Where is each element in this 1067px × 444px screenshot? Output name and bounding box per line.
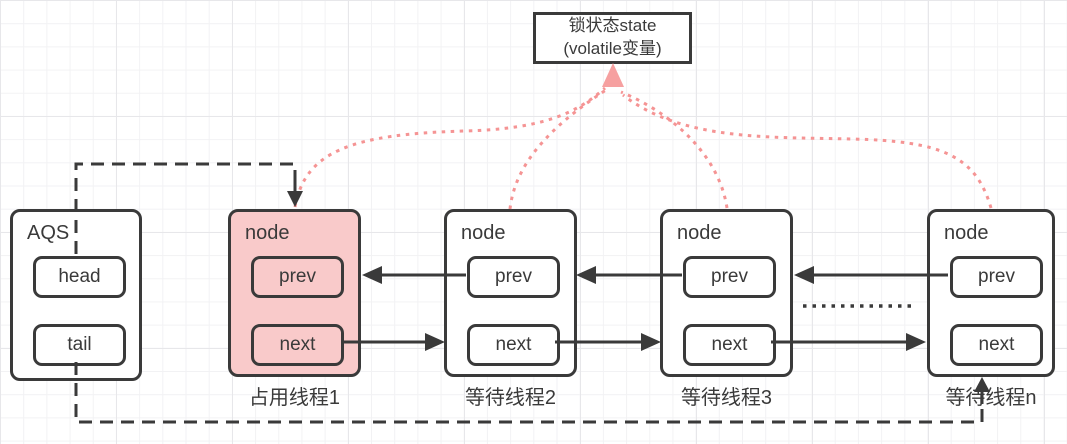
- node-2-next-label: next: [495, 334, 532, 355]
- state-link-from-node3: [620, 90, 729, 209]
- node-1-prev-field: prev: [251, 256, 344, 298]
- lock-state-box: 锁状态state (volatile变量): [533, 12, 692, 64]
- node-1-prev-label: prev: [279, 266, 316, 287]
- node-4-title: node: [944, 222, 989, 244]
- next-arrowhead-into-node3: [641, 333, 661, 351]
- next-arrowhead-into-node4: [906, 333, 926, 351]
- node-2-box: node prev next: [444, 209, 577, 377]
- node-1-title: node: [245, 222, 290, 244]
- state-link-from-node4: [622, 93, 993, 209]
- aqs-title: AQS: [27, 222, 70, 244]
- node-2-title: node: [461, 222, 506, 244]
- node-2-prev-label: prev: [495, 266, 532, 287]
- aqs-tail-field: tail: [33, 324, 126, 366]
- node-2-prev-field: prev: [467, 256, 560, 298]
- node-1-caption: 占用线程1: [248, 387, 341, 409]
- node-2-caption: 等待线程2: [464, 387, 557, 409]
- node-1-next-label: next: [279, 334, 316, 355]
- node-1-next-field: next: [251, 324, 344, 366]
- node-3-next-field: next: [683, 324, 776, 366]
- node-4-next-label: next: [978, 334, 1015, 355]
- aqs-box: AQS head tail: [10, 209, 142, 381]
- node-4-next-field: next: [950, 324, 1043, 366]
- node-4-prev-label: prev: [978, 266, 1015, 287]
- lock-state-line1: 锁状态state: [568, 16, 657, 36]
- node-3-next-label: next: [711, 334, 748, 355]
- node-3-prev-label: prev: [711, 266, 748, 287]
- node-4-box: node prev next: [927, 209, 1055, 377]
- state-link-from-node2: [508, 88, 607, 210]
- prev-arrowhead-into-node3: [794, 266, 814, 284]
- node-3-box: node prev next: [660, 209, 793, 377]
- prev-arrowhead-into-node1: [362, 266, 382, 284]
- node-4-caption: 等待线程n: [945, 387, 1037, 409]
- state-arrowhead: [602, 63, 624, 87]
- node-3-title: node: [677, 222, 722, 244]
- aqs-head-field: head: [33, 256, 126, 298]
- node-3-caption: 等待线程3: [680, 387, 773, 409]
- next-arrowhead-into-node2: [425, 333, 445, 351]
- aqs-head-label: head: [58, 266, 101, 287]
- node-2-next-field: next: [467, 324, 560, 366]
- node-1-box: node prev next: [228, 209, 361, 377]
- aqs-tail-label: tail: [67, 334, 92, 355]
- prev-arrowhead-into-node2: [576, 266, 596, 284]
- lock-state-line2: (volatile变量): [563, 39, 662, 58]
- state-link-from-node1: [293, 86, 606, 208]
- node-3-prev-field: prev: [683, 256, 776, 298]
- node-4-prev-field: prev: [950, 256, 1043, 298]
- head-pointer-arrowhead: [287, 191, 303, 207]
